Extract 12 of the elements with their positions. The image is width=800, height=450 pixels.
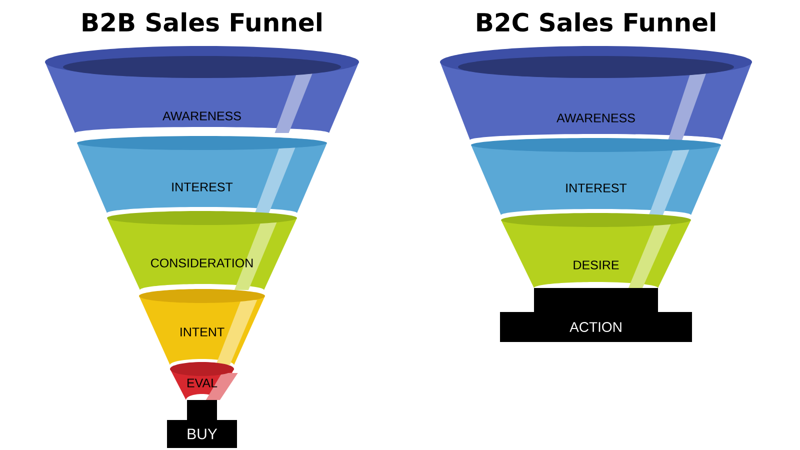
funnel-segment: EVAL [170,362,238,400]
funnel-segment: AWARENESS [45,46,359,133]
funnel-segment: INTEREST [77,136,327,213]
funnel-title: B2B Sales Funnel [82,12,322,32]
base-block: BUY [167,400,237,448]
base-block: ACTION [500,288,692,342]
funnel-title: B2C Sales Funnel [477,12,716,32]
funnel-segment: AWARENESS [440,46,752,140]
funnel-segment: DESIRE [501,213,691,288]
funnel-segment: INTENT [139,289,265,365]
funnel-segment: INTEREST [471,138,721,215]
funnel-segment: CONSIDERATION [107,211,297,290]
